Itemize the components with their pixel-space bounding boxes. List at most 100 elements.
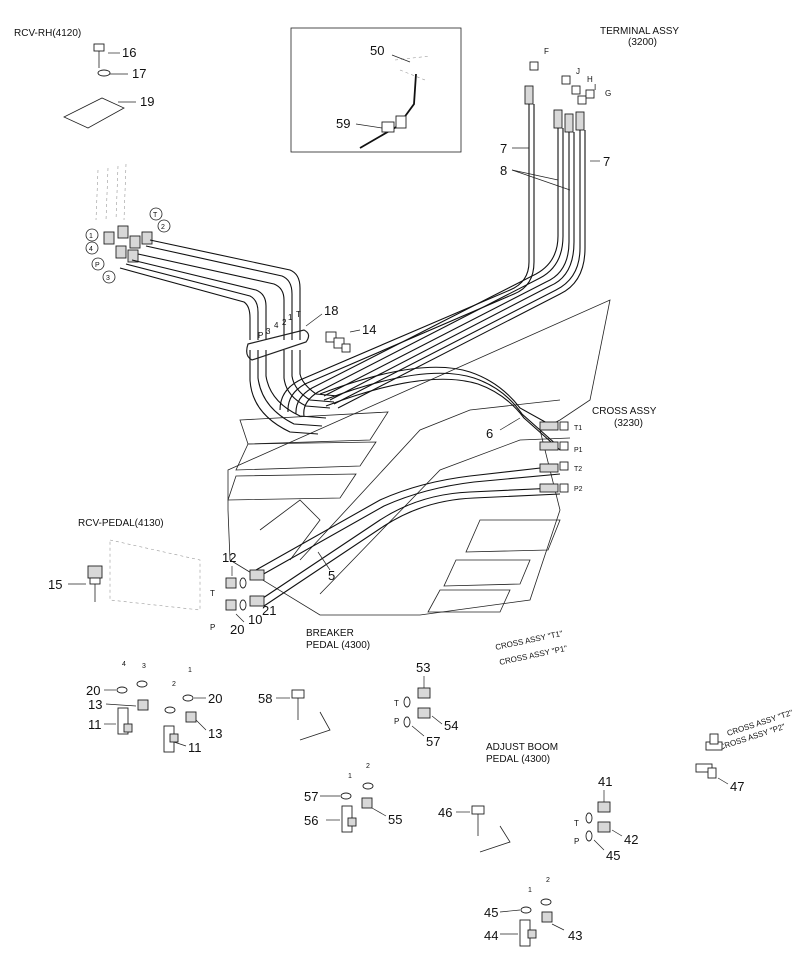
- part-42-label: 42: [624, 832, 638, 847]
- harness-50: [359, 73, 417, 149]
- hose-5: [255, 465, 561, 607]
- port-h-label: H: [587, 75, 593, 84]
- part-18-label: 18: [324, 303, 338, 318]
- breaker-label-2: PEDAL (4300): [306, 640, 370, 651]
- circled-4: 4: [89, 246, 93, 253]
- rcv-port-cluster: [103, 225, 153, 263]
- rcv-rh-label: RCV-RH(4120): [14, 28, 81, 39]
- bolt-16: [93, 43, 105, 68]
- part-20a-label: 20: [230, 622, 244, 637]
- inset-box: [290, 27, 462, 153]
- part-47-label: 47: [730, 779, 744, 794]
- part-17-label: 17: [132, 66, 146, 81]
- part-21-label: 21: [262, 603, 276, 618]
- cross-port-t2: T2: [574, 466, 582, 473]
- part-15-label: 15: [48, 577, 62, 592]
- part-7a-label: 7: [500, 141, 507, 156]
- hose-6: [319, 366, 561, 451]
- clamp-18: [246, 329, 310, 361]
- part-41-label: 41: [598, 774, 612, 789]
- manifold-port-p: P: [258, 331, 263, 340]
- washer-17: [97, 69, 111, 77]
- bolt-15: [87, 565, 103, 602]
- port-num-3: 3: [142, 663, 146, 670]
- part-14-label: 14: [362, 322, 376, 337]
- hose-bundle: [279, 104, 586, 417]
- part-43-label: 43: [568, 928, 582, 943]
- part-8-label: 8: [500, 163, 507, 178]
- port-num-2: 2: [172, 681, 176, 688]
- ports-11-13: [116, 680, 197, 753]
- adjust-port-t: T: [574, 819, 579, 828]
- port-num-1: 1: [188, 667, 192, 674]
- part-11a-label: 11: [88, 717, 102, 732]
- manifold-port-3: 3: [266, 327, 271, 336]
- bolt-14: [325, 331, 351, 353]
- part-7b-label: 7: [603, 154, 610, 169]
- port-g-label: G: [605, 89, 611, 98]
- port-num-4: 4: [122, 661, 126, 668]
- part-46-label: 46: [438, 805, 452, 820]
- part-54-label: 54: [444, 718, 458, 733]
- port-num-2b: 2: [366, 763, 370, 770]
- ports-55-56: [340, 782, 374, 833]
- plate-19: [63, 97, 125, 129]
- part-12-label: 12: [222, 550, 236, 565]
- part-19-label: 19: [140, 94, 154, 109]
- port-num-2c: 2: [546, 877, 550, 884]
- part-6-label: 6: [486, 426, 493, 441]
- port-num-1b: 1: [348, 773, 352, 780]
- part-20b-label: 20: [86, 683, 100, 698]
- part-5-label: 5: [328, 568, 335, 583]
- part-11b-label: 11: [188, 740, 202, 755]
- cross-port-t1: T1: [574, 425, 582, 432]
- pedal-port-p: P: [210, 623, 215, 632]
- part-16-label: 16: [122, 45, 136, 60]
- part-57b-label: 57: [304, 789, 318, 804]
- part-20c-label: 20: [208, 691, 222, 706]
- cross-assy-label: CROSS ASSY: [592, 406, 657, 417]
- pedal-fittings: [225, 569, 265, 611]
- breaker-port-t: T: [394, 699, 399, 708]
- port-j-label: J: [576, 67, 580, 76]
- cross-tee-47: [695, 733, 723, 779]
- ports-43-44: [519, 898, 553, 947]
- part-58-label: 58: [258, 691, 272, 706]
- breaker-port-p: P: [394, 717, 399, 726]
- port-num-1c: 1: [528, 887, 532, 894]
- connector-59: [381, 121, 395, 133]
- cross-assy-code: (3230): [614, 418, 643, 429]
- part-45b-label: 45: [484, 905, 498, 920]
- part-57a-label: 57: [426, 734, 440, 749]
- part-13a-label: 13: [88, 697, 102, 712]
- part-13b-label: 13: [208, 726, 222, 741]
- circled-t: T: [153, 212, 158, 219]
- part-10-label: 10: [248, 612, 262, 627]
- adjust-label-1: ADJUST BOOM: [486, 742, 558, 753]
- port-f-label: F: [544, 47, 549, 56]
- rcv-pipes: [119, 239, 339, 435]
- part-56-label: 56: [304, 813, 318, 828]
- pedal-port-t: T: [210, 589, 215, 598]
- rcv-pedal-label: RCV-PEDAL(4130): [78, 518, 164, 529]
- manifold-port-1: 1: [288, 313, 293, 322]
- bolt-58: [291, 689, 305, 720]
- adjust-fittings: [585, 801, 611, 842]
- adjust-port-p: P: [574, 837, 579, 846]
- terminal-assy-label: TERMINAL ASSY: [600, 26, 679, 37]
- part-50-label: 50: [370, 43, 384, 58]
- part-59-label: 59: [336, 116, 350, 131]
- port-i-label: I: [594, 83, 596, 92]
- part-55-label: 55: [388, 812, 402, 827]
- circled-p: P: [95, 262, 100, 269]
- terminal-assy-code: (3200): [628, 37, 657, 48]
- adjust-label-2: PEDAL (4300): [486, 754, 550, 765]
- manifold-port-4: 4: [274, 321, 279, 330]
- manifold-port-t: T: [296, 310, 301, 319]
- circled-1: 1: [89, 233, 93, 240]
- part-45a-label: 45: [606, 848, 620, 863]
- bolt-46: [471, 805, 485, 836]
- circled-2: 2: [161, 224, 165, 231]
- cross-port-p1: P1: [574, 447, 583, 454]
